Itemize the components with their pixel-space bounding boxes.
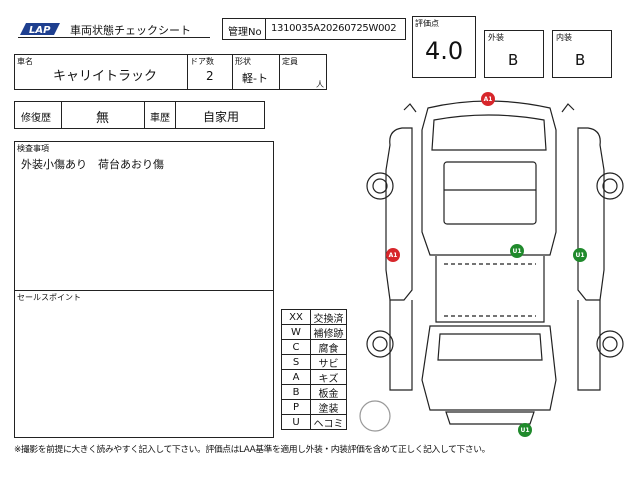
logo-text: LAP	[29, 25, 51, 36]
damage-marker-front: A1	[481, 92, 495, 106]
footer-note: ※撮影を前提に大きく読みやすく記入して下さい。評価点はLAA基準を適用し外装・内…	[14, 445, 491, 455]
legend-table: XX 交換済 W 補修跡 C 腐食 S サビ A キズ B 板金 P 塗装 U …	[281, 309, 349, 437]
vehicle-name: キャリイトラック	[53, 69, 158, 84]
damage-marker-right: U1	[573, 248, 587, 262]
repair-value-box: 無	[61, 101, 145, 129]
capacity-unit: 人	[316, 80, 324, 89]
grade-label: 評価点	[415, 19, 439, 28]
legend-code: S	[281, 354, 311, 370]
doors-value: 2	[206, 69, 214, 83]
history-type-label: 車歴	[150, 113, 170, 124]
repair-label: 修復歴	[21, 113, 51, 124]
sales-box: セールスポイント	[14, 290, 274, 438]
legend-code: C	[281, 339, 311, 355]
mgmt-label: 管理No	[228, 27, 262, 38]
legend-code: XX	[281, 309, 311, 325]
shape-label: 形状	[235, 57, 251, 66]
capacity-label: 定員	[282, 57, 298, 66]
doors-label: ドア数	[190, 57, 214, 66]
legend-code: B	[281, 384, 311, 400]
repair-value: 無	[96, 111, 110, 126]
legend-desc: 腐食	[310, 339, 347, 355]
title-underline	[18, 37, 210, 38]
inspection-text: 外装小傷あり 荷台あおり傷	[21, 158, 164, 171]
inspection-label: 検査事項	[17, 144, 49, 153]
mgmt-label-box: 管理No	[222, 18, 266, 40]
legend-code: U	[281, 414, 311, 430]
damage-marker-left: A1	[386, 248, 400, 262]
shape-value: 軽-ト	[242, 72, 268, 85]
vehicle-name-box: 車名 キャリイトラック	[14, 54, 188, 90]
history-type: 自家用	[203, 110, 240, 124]
exterior-box: 外装 B	[484, 30, 544, 78]
mgmt-no-box: 1310035A20260725W002	[265, 18, 406, 40]
exterior-label: 外装	[488, 33, 504, 42]
car-damage-diagram	[359, 100, 624, 432]
history-type-label-box: 車歴	[144, 101, 176, 129]
damage-marker-top: U1	[510, 244, 524, 258]
interior-label: 内装	[556, 33, 572, 42]
interior-box: 内装 B	[552, 30, 612, 78]
damage-marker-rear: U1	[518, 423, 532, 437]
inspection-box: 検査事項 外装小傷あり 荷台あおり傷	[14, 141, 274, 291]
legend-code: W	[281, 324, 311, 340]
legend-desc: キズ	[310, 369, 347, 385]
sales-label: セールスポイント	[17, 293, 81, 302]
grade-value: 4.0	[425, 37, 464, 65]
legend-code: A	[281, 369, 311, 385]
lap-logo: LAP	[20, 23, 60, 36]
interior-value: B	[575, 51, 586, 69]
vehicle-name-label: 車名	[17, 57, 33, 66]
grade-box: 評価点 4.0	[412, 16, 476, 78]
capacity-box: 定員 人	[279, 54, 327, 90]
legend-desc: 補修跡	[310, 324, 347, 340]
mgmt-no: 1310035A20260725W002	[271, 23, 397, 34]
legend-desc: 塗装	[310, 399, 347, 415]
legend-desc: 交換済	[310, 309, 347, 325]
legend-desc: ヘコミ	[310, 414, 347, 430]
history-type-box: 自家用	[175, 101, 265, 129]
legend-code: P	[281, 399, 311, 415]
exterior-value: B	[508, 51, 519, 69]
sheet-title: 車両状態チェックシート	[70, 24, 191, 37]
repair-label-box: 修復歴	[14, 101, 62, 129]
doors-box: ドア数 2	[187, 54, 233, 90]
shape-box: 形状 軽-ト	[232, 54, 280, 90]
legend-desc: 板金	[310, 384, 347, 400]
legend-desc: サビ	[310, 354, 347, 370]
